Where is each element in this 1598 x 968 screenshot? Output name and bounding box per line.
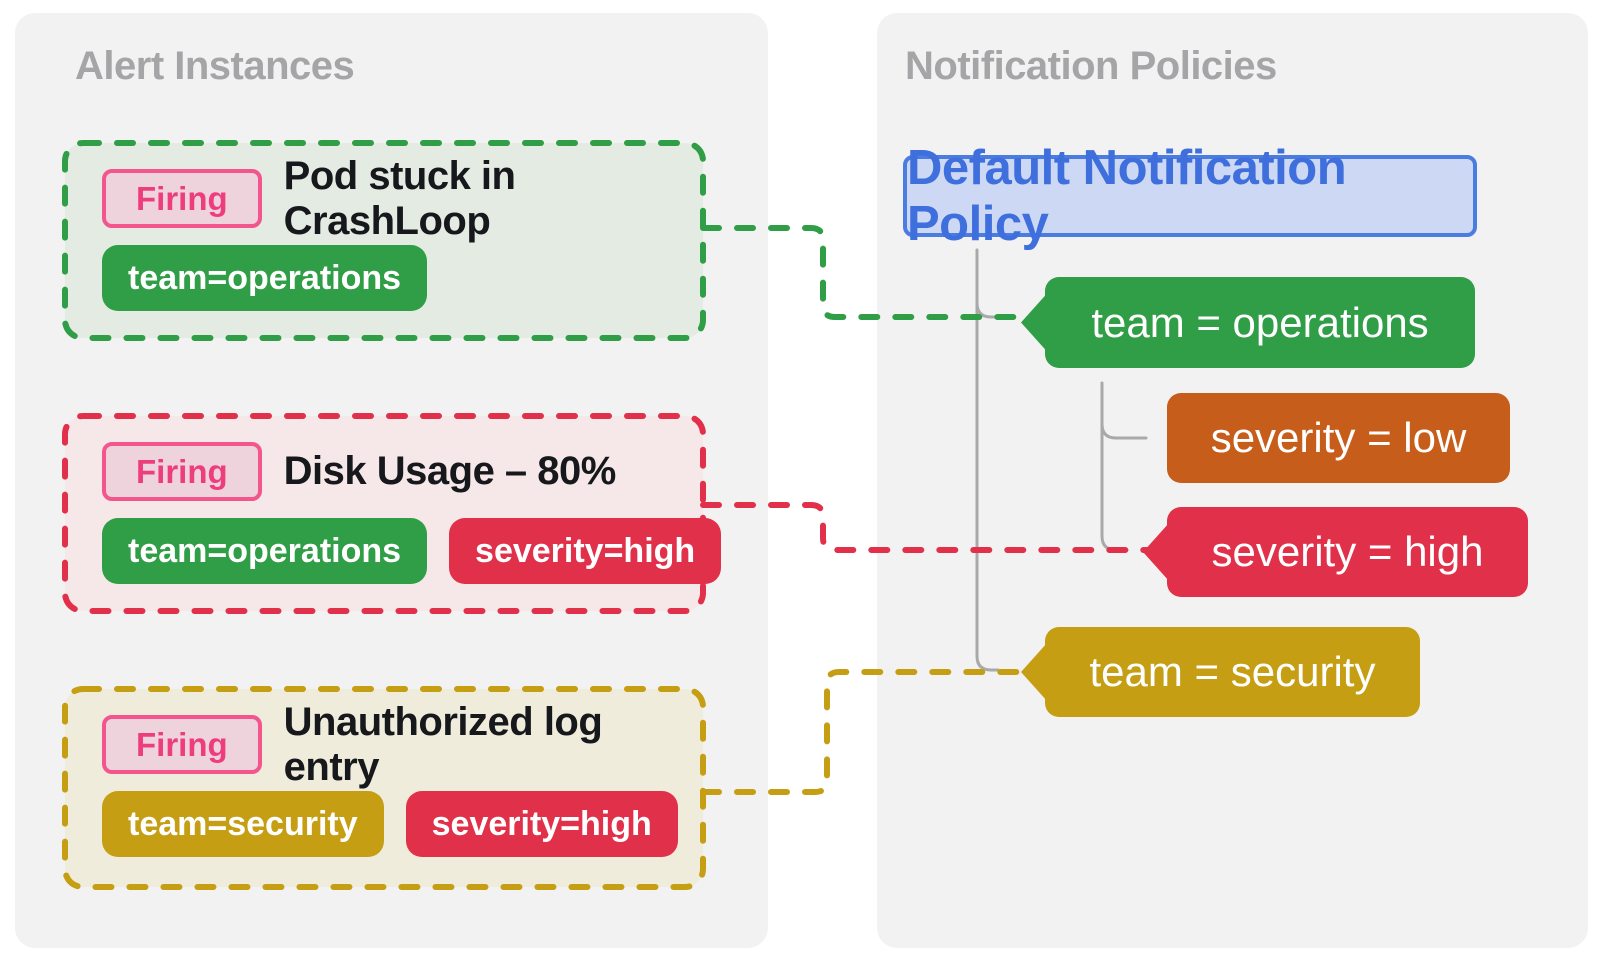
alert-instances-title: Alert Instances [75,44,355,88]
default-notification-policy: Default Notification Policy [903,141,1477,251]
alert-card-unauthorized-log: Firing Unauthorized log entry team=secur… [65,689,703,887]
alert-card-crashloop: Firing Pod stuck in CrashLoop team=opera… [65,143,703,338]
route-team-security: team = security [1045,627,1420,717]
alert-title: Pod stuck in CrashLoop [283,153,516,243]
alert-title: Unauthorized log entry [283,699,603,789]
label-tag-team-operations: team=operations [102,518,428,584]
alert-title: Disk Usage – 80% [283,449,617,493]
firing-badge: Firing [102,442,262,501]
label-tag-team-operations: team=operations [102,245,428,311]
label-tag-severity-high: severity=high [449,518,722,584]
firing-badge: Firing [102,169,262,228]
route-severity-high: severity = high [1167,507,1528,597]
firing-badge: Firing [102,715,262,774]
route-team-operations: team = operations [1045,277,1475,368]
alert-card-disk-usage: Firing Disk Usage – 80% team=operations … [65,416,722,611]
route-severity-low: severity = low [1167,393,1510,483]
notification-policies-title: Notification Policies [905,44,1277,88]
label-tag-severity-high: severity=high [405,791,678,857]
label-tag-team-security: team=security [102,791,384,857]
